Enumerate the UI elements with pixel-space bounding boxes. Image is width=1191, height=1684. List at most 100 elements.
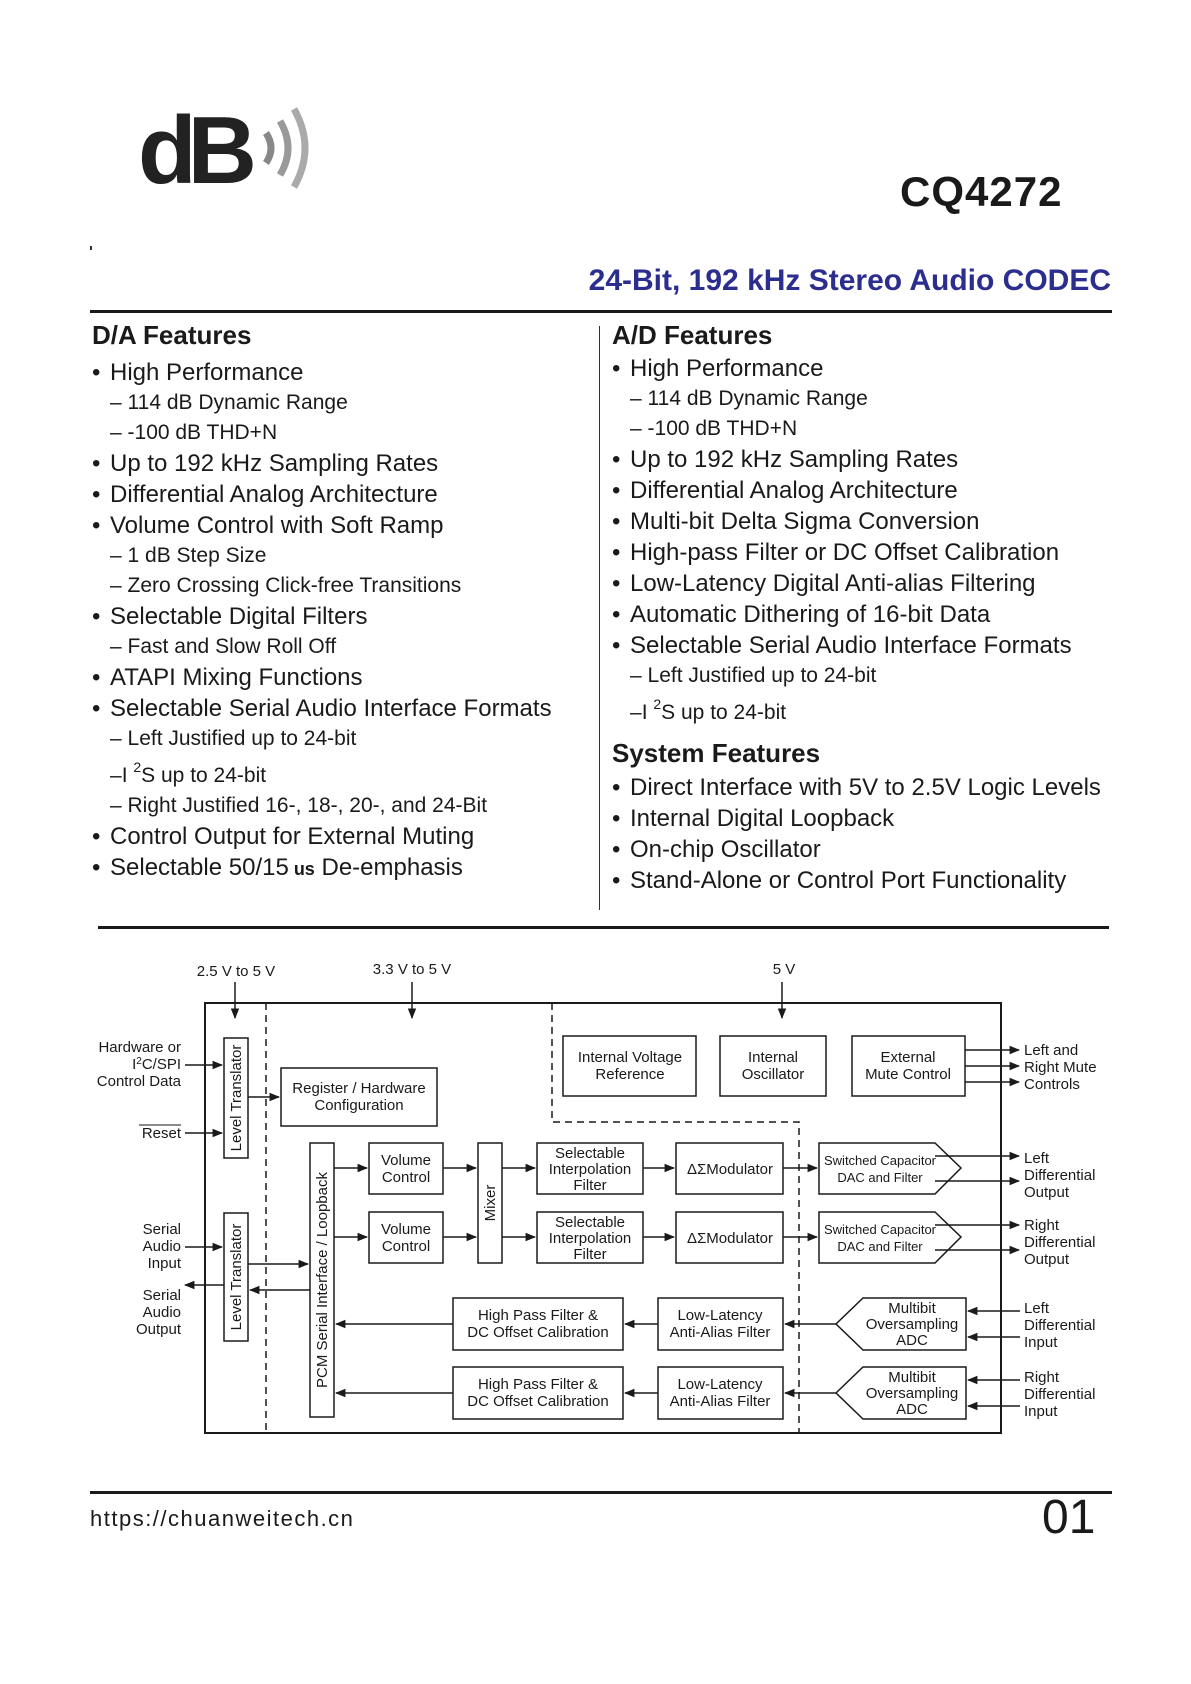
feature-item: Multi-bit Delta Sigma Conversion: [612, 506, 1112, 537]
adc-1-line-3: ADC: [896, 1332, 928, 1349]
superscript: 2: [653, 696, 662, 712]
serial-in-line-3: Input: [148, 1255, 182, 1272]
adc-1-line-1: Multibit: [888, 1300, 936, 1317]
system-features-list: Direct Interface with 5V to 2.5V Logic L…: [612, 772, 1112, 896]
feature-item: High Performance: [92, 357, 592, 388]
pcm-interface-block: [309, 1142, 335, 1418]
interp-1-line-2: Interpolation: [549, 1161, 632, 1178]
adc-block-1: [834, 1297, 967, 1351]
mute-out-line-3: Controls: [1024, 1076, 1080, 1093]
register-config-line-2: Configuration: [314, 1097, 403, 1114]
hw-control-line-2: I2C/SPI: [132, 1056, 181, 1073]
serial-out-line-3: Output: [136, 1321, 182, 1338]
aaf-1-line-1: Low-Latency: [677, 1307, 763, 1324]
mute-control-line-2: Mute Control: [865, 1066, 951, 1083]
mute-out-line-1: Left and: [1024, 1042, 1078, 1059]
feature-subitem: 1 dB Step Size: [92, 541, 592, 571]
column-divider: [599, 326, 600, 910]
feature-subitem: I 2S up to 24-bit: [92, 754, 592, 791]
oscillator-line-2: Oscillator: [742, 1066, 805, 1083]
interp-1-line-3: Filter: [573, 1177, 606, 1194]
feature-item: High Performance: [612, 353, 1112, 384]
interp-1-line-1: Selectable: [555, 1145, 625, 1162]
feature-item: Selectable Serial Audio Interface Format…: [92, 693, 592, 724]
feature-subitem: -100 dB THD+N: [92, 418, 592, 448]
dac-block-2: [818, 1211, 963, 1264]
dac-block-1: [818, 1142, 963, 1195]
oscillator-line-1: Internal: [748, 1049, 798, 1066]
feature-subitem: Left Justified up to 24-bit: [92, 724, 592, 754]
website-url[interactable]: https://chuanweitech.cn: [90, 1506, 355, 1531]
mute-out-line-2: Right Mute: [1024, 1059, 1097, 1076]
adc-2-line-2: Oversampling: [866, 1385, 959, 1402]
feature-item: Direct Interface with 5V to 2.5V Logic L…: [612, 772, 1112, 803]
left-out-line-2: Differential: [1024, 1167, 1095, 1184]
feature-subitem: Right Justified 16-, 18-, 20-, and 24-Bi…: [92, 791, 592, 821]
top-rule: [90, 310, 1112, 313]
feature-item: On-chip Oscillator: [612, 834, 1112, 865]
feature-subitem: Zero Crossing Click-free Transitions: [92, 571, 592, 601]
db-logo: dB: [138, 97, 309, 195]
hpf-1-line-1: High Pass Filter &: [478, 1307, 598, 1324]
adc-2-line-1: Multibit: [888, 1369, 936, 1386]
feature-subitem: -100 dB THD+N: [612, 414, 1112, 444]
feature-item: ATAPI Mixing Functions: [92, 662, 592, 693]
feature-item: Differential Analog Architecture: [92, 479, 592, 510]
right-in-line-1: Right: [1024, 1369, 1060, 1386]
serial-in-line-2: Audio: [143, 1238, 181, 1255]
hpf-2-line-2: DC Offset Calibration: [467, 1393, 608, 1410]
vref-line-1: Internal Voltage: [578, 1049, 682, 1066]
footer-rule: [90, 1491, 1112, 1494]
register-config-line-1: Register / Hardware: [292, 1080, 425, 1097]
feature-item: Volume Control with Soft Ramp: [92, 510, 592, 541]
modulator-2-label: ΔΣModulator: [687, 1230, 773, 1247]
serial-out-line-1: Serial: [143, 1287, 181, 1304]
feature-item: Up to 192 kHz Sampling Rates: [92, 448, 592, 479]
feature-item: Stand-Alone or Control Port Functionalit…: [612, 865, 1112, 896]
right-in-line-3: Input: [1024, 1403, 1058, 1420]
mark-dot: [90, 246, 92, 250]
aaf-2-line-1: Low-Latency: [677, 1376, 763, 1393]
level-translator-label-top: Level Translator: [228, 1045, 245, 1152]
hw-control-line-1: Hardware or: [98, 1039, 181, 1056]
feature-item: Automatic Dithering of 16-bit Data: [612, 599, 1112, 630]
da-features-heading: D/A Features: [92, 320, 252, 350]
dac-2-line-2: DAC and Filter: [837, 1239, 923, 1254]
part-number: CQ4272: [900, 168, 1063, 215]
right-out-line-3: Output: [1024, 1251, 1070, 1268]
level-translator-bottom: [223, 1212, 249, 1342]
ad-features-heading: A/D Features: [612, 320, 773, 350]
volume-1-line-2: Control: [382, 1169, 430, 1186]
level-translator-label-bottom: Level Translator: [228, 1224, 245, 1331]
modulator-1-label: ΔΣModulator: [687, 1161, 773, 1178]
left-in-line-3: Input: [1024, 1334, 1058, 1351]
adc-block-2: [834, 1366, 967, 1420]
superscript: 2: [133, 759, 142, 775]
feature-subitem: 114 dB Dynamic Range: [612, 384, 1112, 414]
pcm-interface-label: PCM Serial Interface / Loopback: [314, 1172, 331, 1388]
volume-2-line-2: Control: [382, 1238, 430, 1255]
feature-item: Control Output for External Muting: [92, 821, 592, 852]
volume-1-line-1: Volume: [381, 1152, 431, 1169]
feature-subitem: I 2S up to 24-bit: [612, 691, 1112, 728]
dac-1-line-2: DAC and Filter: [837, 1170, 923, 1185]
adc-1-line-2: Oversampling: [866, 1316, 959, 1333]
ad-features-section: A/D Features High Performance114 dB Dyna…: [612, 318, 1112, 896]
feature-item: Selectable 50/15 us De-emphasis: [92, 852, 592, 885]
register-config-block: [280, 1067, 438, 1127]
chip-outline: [204, 1002, 1002, 1434]
right-out-line-2: Differential: [1024, 1234, 1095, 1251]
da-features-section: D/A Features High Performance114 dB Dyna…: [92, 318, 592, 885]
vref-line-2: Reference: [595, 1066, 664, 1083]
dac-2-line-1: Switched Capacitor: [824, 1222, 937, 1237]
hw-control-line-3: Control Data: [97, 1073, 182, 1090]
serial-out-line-2: Audio: [143, 1304, 181, 1321]
unit-label: us: [288, 859, 315, 879]
feature-subitem: Left Justified up to 24-bit: [612, 661, 1112, 691]
aaf-1-line-2: Anti-Alias Filter: [670, 1324, 771, 1341]
reset-label: Reset: [142, 1125, 182, 1142]
supply-label-3v3: 3.3 V to 5 V: [373, 961, 451, 978]
hpf-1-line-2: DC Offset Calibration: [467, 1324, 608, 1341]
mixer-block: [477, 1142, 503, 1264]
left-in-line-2: Differential: [1024, 1317, 1095, 1334]
